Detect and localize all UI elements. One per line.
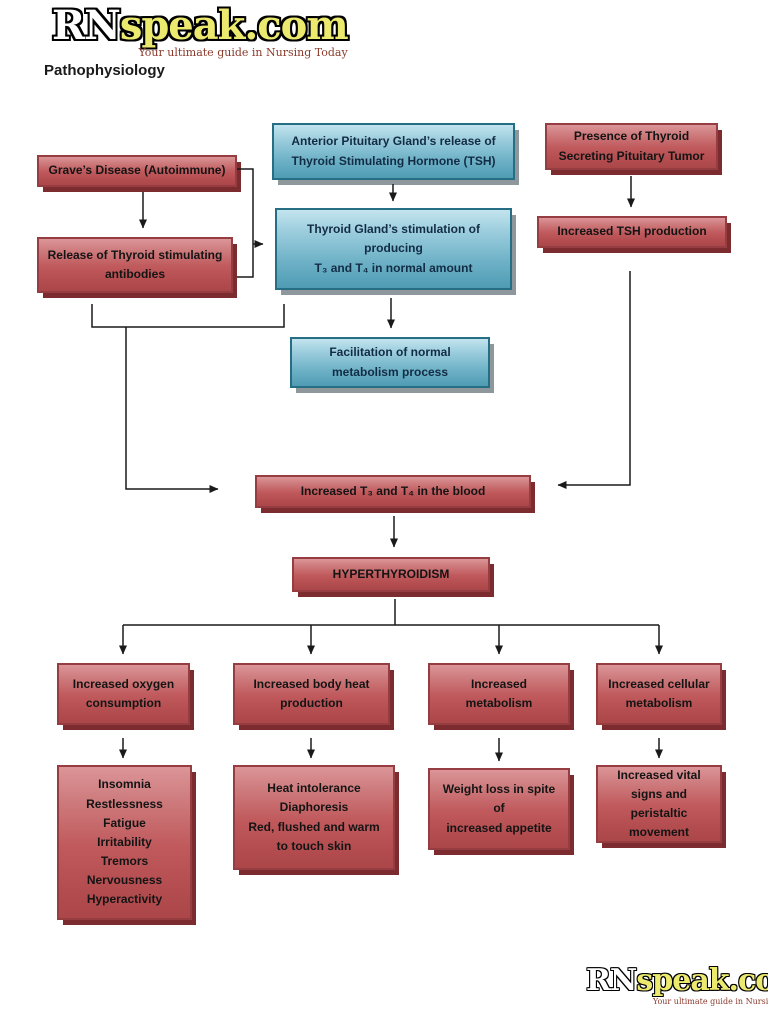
node-thyroid-gland-stimulation: Thyroid Gland’s stimulation of producing…: [275, 208, 512, 290]
rnspeak-logo: RNspeak.com Your ultimate guide in Nursi…: [52, 6, 349, 60]
rnspeak-logo-wordmark: RNspeak.com: [52, 6, 349, 46]
node-effects-metabolism: Weight loss in spite of increased appeti…: [428, 768, 570, 850]
node-increased-cellular-metabolism: Increased cellular metabolism: [596, 663, 722, 725]
node-graves-disease: Grave’s Disease (Autoimmune): [37, 155, 237, 187]
node-increased-metabolism: Increased metabolism: [428, 663, 570, 725]
elbow-arrow-left-icon: [557, 271, 631, 489]
node-effects-cellular: Increased vital signs and peristaltic mo…: [596, 765, 722, 843]
node-anterior-pituitary: Anterior Pituitary Gland’s release of Th…: [272, 123, 515, 180]
elbow-arrow-right-icon: [125, 327, 219, 493]
node-effects-heat: Heat intolerance Diaphoresis Red, flushe…: [233, 765, 395, 870]
node-increased-t3-t4: Increased T₃ and T₄ in the blood: [255, 475, 531, 508]
node-hyperthyroidism: HYPERTHYROIDISM: [292, 557, 490, 592]
rnspeak-logo-footer: RNspeak.com Your ultimate guide in Nursi…: [586, 966, 768, 1007]
node-increased-tsh: Increased TSH production: [537, 216, 727, 248]
logo-speak-text: speak.com: [119, 2, 349, 49]
node-effects-oxygen: Insomnia Restlessness Fatigue Irritabili…: [57, 765, 192, 920]
node-increased-body-heat: Increased body heat production: [233, 663, 390, 725]
logo-speak-text: speak.com: [636, 963, 768, 998]
node-release-antibodies: Release of Thyroid stimulating antibodie…: [37, 237, 233, 293]
logo-rn-text: RN: [586, 963, 637, 998]
node-pituitary-tumor: Presence of Thyroid Secreting Pituitary …: [545, 123, 718, 170]
bracket-right-icon: [237, 168, 254, 278]
bracket-under-icon: [91, 304, 285, 328]
page-title: Pathophysiology: [44, 62, 165, 79]
logo-rn-text: RN: [52, 2, 121, 49]
logo-tagline: Your ultimate guide in Nursing Today: [652, 997, 768, 1006]
node-increased-oxygen-consumption: Increased oxygen consumption: [57, 663, 190, 725]
rnspeak-logo-wordmark: RNspeak.com: [586, 966, 768, 996]
node-facilitation-metabolism: Facilitation of normal metabolism proces…: [290, 337, 490, 388]
logo-tagline: Your ultimate guide in Nursing Today: [138, 46, 348, 59]
